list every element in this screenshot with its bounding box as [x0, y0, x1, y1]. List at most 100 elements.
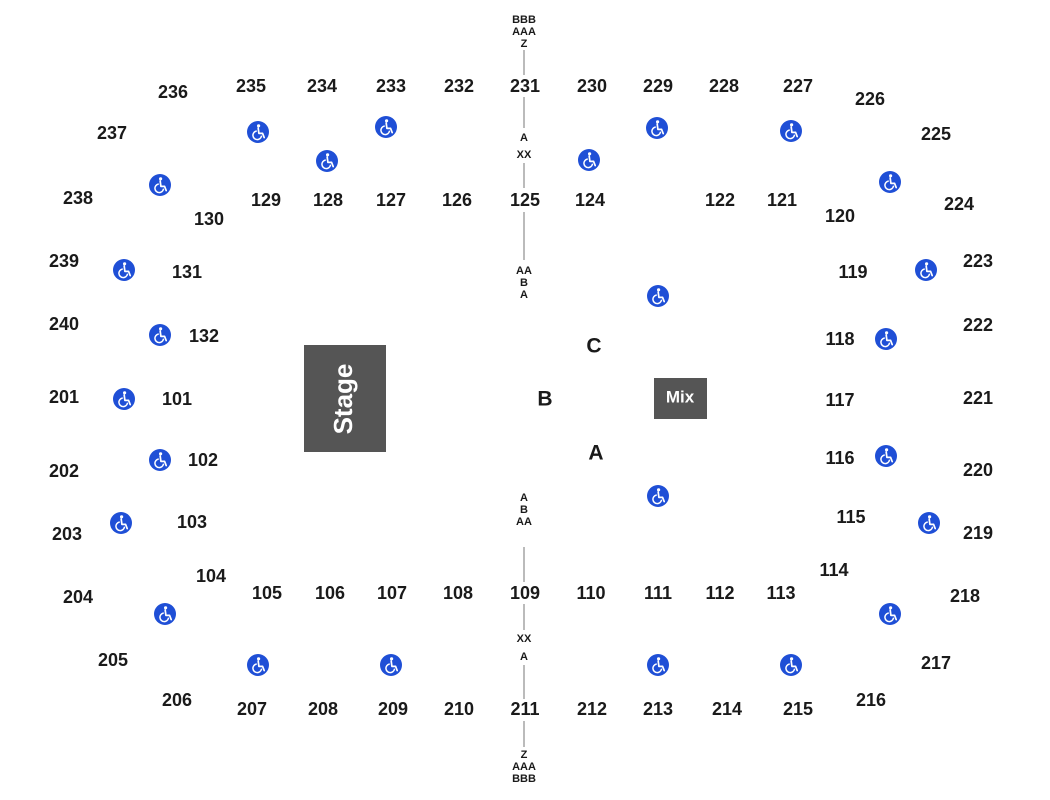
section-label[interactable]: 203 [52, 524, 82, 544]
section-label[interactable]: 128 [313, 190, 343, 210]
section-label[interactable]: 214 [712, 699, 742, 719]
section-label[interactable]: 234 [307, 76, 337, 96]
section-label[interactable]: 229 [643, 76, 673, 96]
section-label[interactable]: 228 [709, 76, 739, 96]
wheelchair-icon[interactable] [577, 148, 601, 172]
section-label[interactable]: 221 [963, 388, 993, 408]
section-label[interactable]: 202 [49, 461, 79, 481]
section-label[interactable]: 208 [308, 699, 338, 719]
section-label[interactable]: 213 [643, 699, 673, 719]
wheelchair-icon[interactable] [109, 511, 133, 535]
wheelchair-icon[interactable] [646, 484, 670, 508]
section-label[interactable]: 227 [783, 76, 813, 96]
section-label[interactable]: 237 [97, 123, 127, 143]
section-label[interactable]: 233 [376, 76, 406, 96]
floor-section-b[interactable]: B [537, 388, 552, 411]
wheelchair-icon[interactable] [917, 511, 941, 535]
section-label[interactable]: 238 [63, 188, 93, 208]
section-label[interactable]: 103 [177, 512, 207, 532]
wheelchair-icon[interactable] [645, 116, 669, 140]
section-label[interactable]: 102 [188, 450, 218, 470]
section-label[interactable]: 120 [825, 206, 855, 226]
section-label[interactable]: 236 [158, 82, 188, 102]
wheelchair-icon[interactable] [246, 120, 270, 144]
section-label[interactable]: 210 [444, 699, 474, 719]
section-label[interactable]: 215 [783, 699, 813, 719]
row-label: AA [516, 265, 532, 277]
section-label[interactable]: 108 [443, 583, 473, 603]
section-label[interactable]: 230 [577, 76, 607, 96]
section-label[interactable]: 109 [510, 583, 540, 603]
section-label[interactable]: 119 [838, 262, 867, 282]
section-label[interactable]: 222 [963, 315, 993, 335]
section-label[interactable]: 104 [196, 566, 226, 586]
wheelchair-icon[interactable] [153, 602, 177, 626]
wheelchair-icon[interactable] [646, 284, 670, 308]
wheelchair-icon[interactable] [646, 653, 670, 677]
wheelchair-icon[interactable] [874, 327, 898, 351]
wheelchair-icon[interactable] [374, 115, 398, 139]
wheelchair-icon[interactable] [315, 149, 339, 173]
section-label[interactable]: 105 [252, 583, 282, 603]
section-label[interactable]: 206 [162, 690, 192, 710]
section-label[interactable]: 205 [98, 650, 128, 670]
section-label[interactable]: 226 [855, 89, 885, 109]
section-label[interactable]: 132 [189, 326, 219, 346]
floor-section-a[interactable]: A [588, 442, 603, 465]
section-label[interactable]: 113 [766, 583, 795, 603]
section-label[interactable]: 124 [575, 190, 605, 210]
section-label[interactable]: 116 [825, 448, 854, 468]
wheelchair-icon[interactable] [148, 448, 172, 472]
section-label[interactable]: 110 [576, 583, 605, 603]
section-label[interactable]: 209 [378, 699, 408, 719]
section-label[interactable]: 112 [705, 583, 734, 603]
section-label[interactable]: 114 [819, 560, 848, 580]
section-label[interactable]: 225 [921, 124, 951, 144]
section-label[interactable]: 131 [172, 262, 202, 282]
section-label[interactable]: 130 [194, 209, 224, 229]
section-label[interactable]: 126 [442, 190, 472, 210]
section-label[interactable]: 204 [63, 587, 93, 607]
section-label[interactable]: 239 [49, 251, 79, 271]
section-label[interactable]: 217 [921, 653, 951, 673]
wheelchair-icon[interactable] [779, 119, 803, 143]
section-label[interactable]: 218 [950, 586, 980, 606]
wheelchair-icon[interactable] [148, 173, 172, 197]
wheelchair-icon[interactable] [779, 653, 803, 677]
section-label[interactable]: 219 [963, 523, 993, 543]
wheelchair-icon[interactable] [246, 653, 270, 677]
wheelchair-icon[interactable] [874, 444, 898, 468]
section-label[interactable]: 231 [510, 76, 540, 96]
section-label[interactable]: 240 [49, 314, 79, 334]
section-label[interactable]: 115 [836, 507, 865, 527]
wheelchair-icon[interactable] [914, 258, 938, 282]
section-label[interactable]: 122 [705, 190, 735, 210]
section-label[interactable]: 111 [644, 583, 672, 603]
wheelchair-icon[interactable] [112, 258, 136, 282]
floor-section-c[interactable]: C [586, 335, 601, 358]
wheelchair-icon[interactable] [379, 653, 403, 677]
section-label[interactable]: 216 [856, 690, 886, 710]
section-label[interactable]: 235 [236, 76, 266, 96]
section-label[interactable]: 201 [49, 387, 79, 407]
wheelchair-icon[interactable] [878, 602, 902, 626]
section-label[interactable]: 107 [377, 583, 407, 603]
section-label[interactable]: 232 [444, 76, 474, 96]
section-label[interactable]: 220 [963, 460, 993, 480]
wheelchair-icon[interactable] [148, 323, 172, 347]
section-label[interactable]: 106 [315, 583, 345, 603]
section-label[interactable]: 127 [376, 190, 406, 210]
section-label[interactable]: 224 [944, 194, 974, 214]
section-label[interactable]: 223 [963, 251, 993, 271]
section-label[interactable]: 211 [510, 699, 539, 719]
section-label[interactable]: 121 [767, 190, 797, 210]
section-label[interactable]: 125 [510, 190, 540, 210]
section-label[interactable]: 129 [251, 190, 281, 210]
section-label[interactable]: 207 [237, 699, 267, 719]
section-label[interactable]: 118 [825, 329, 854, 349]
section-label[interactable]: 117 [825, 390, 854, 410]
section-label[interactable]: 101 [162, 389, 192, 409]
wheelchair-icon[interactable] [112, 387, 136, 411]
section-label[interactable]: 212 [577, 699, 607, 719]
wheelchair-icon[interactable] [878, 170, 902, 194]
